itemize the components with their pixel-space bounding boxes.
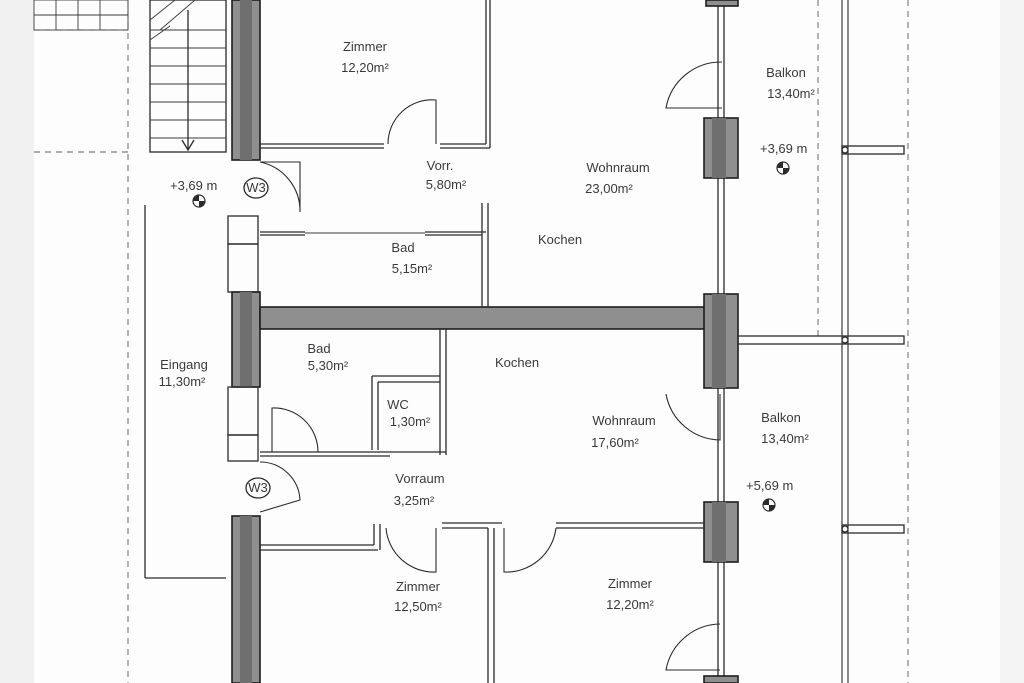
room-name: Eingang bbox=[160, 357, 208, 372]
room-name: Kochen bbox=[495, 355, 539, 370]
entrance-outline bbox=[144, 205, 226, 579]
room-area: 5,80m² bbox=[426, 177, 467, 192]
level-label: +5,69 m bbox=[746, 478, 793, 493]
room-name: Balkon bbox=[766, 65, 806, 80]
staircase bbox=[149, 0, 227, 153]
room-area: 12,20m² bbox=[341, 60, 389, 75]
wall-tag-label: W3 bbox=[248, 480, 268, 495]
east-wall bbox=[703, 0, 739, 683]
level-symbol bbox=[762, 498, 776, 512]
wall-tag-label: W3 bbox=[246, 180, 266, 195]
balcony-railing bbox=[737, 0, 905, 683]
scan-edge-right bbox=[1000, 0, 1024, 683]
room-area: 13,40m² bbox=[767, 86, 815, 101]
room-name: Kochen bbox=[538, 232, 582, 247]
west-wall bbox=[227, 0, 261, 683]
wall-tags bbox=[243, 177, 271, 499]
room-name: Bad bbox=[391, 240, 414, 255]
room-area: 23,00m² bbox=[585, 181, 633, 196]
level-markers bbox=[192, 161, 790, 512]
partitions-lower bbox=[260, 329, 704, 683]
level-label: +3,69 m bbox=[170, 178, 217, 193]
room-labels: Zimmer 12,20m² Vorr. 5,80m² Wohnraum 23,… bbox=[159, 39, 816, 614]
level-symbol bbox=[776, 161, 790, 175]
room-area: 11,30m² bbox=[159, 374, 206, 389]
room-area: 12,20m² bbox=[606, 597, 654, 612]
room-area: 3,25m² bbox=[394, 493, 435, 508]
room-name: Zimmer bbox=[608, 576, 653, 591]
room-name: Bad bbox=[307, 341, 330, 356]
level-symbol bbox=[192, 194, 206, 208]
room-area: 1,30m² bbox=[390, 414, 431, 429]
level-label: +3,69 m bbox=[760, 141, 807, 156]
room-name: Zimmer bbox=[396, 579, 441, 594]
room-area: 5,15m² bbox=[392, 261, 433, 276]
room-name: WC bbox=[387, 397, 409, 412]
room-area: 13,40m² bbox=[761, 431, 809, 446]
room-name: Vorr. bbox=[427, 158, 454, 173]
door-swings bbox=[259, 61, 723, 671]
room-name: Zimmer bbox=[343, 39, 388, 54]
room-name: Wohnraum bbox=[586, 160, 649, 175]
room-name: Balkon bbox=[761, 410, 801, 425]
room-area: 12,50m² bbox=[394, 599, 442, 614]
room-area: 5,30m² bbox=[308, 358, 349, 373]
room-area: 17,60m² bbox=[591, 435, 639, 450]
room-name: Wohnraum bbox=[592, 413, 655, 428]
scan-edge-left bbox=[0, 0, 34, 683]
room-name: Vorraum bbox=[395, 471, 444, 486]
partitions-upper bbox=[260, 0, 491, 307]
central-wall bbox=[259, 306, 711, 330]
terrace-grid bbox=[33, 0, 129, 31]
